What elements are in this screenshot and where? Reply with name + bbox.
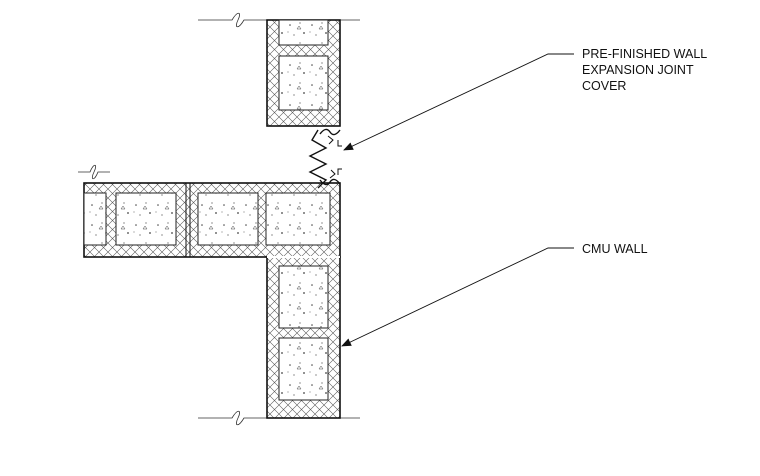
horizontal-cmu-wall	[83, 182, 341, 258]
expansion-joint-leader	[343, 53, 574, 151]
expansion-joint-label-line-1: PRE-FINISHED WALL	[582, 47, 707, 61]
break-lines	[78, 12, 360, 426]
leader-lines	[341, 53, 574, 347]
expansion-joint-label: PRE-FINISHED WALL EXPANSION JOINT COVER	[582, 47, 710, 93]
expansion-joint-label-line-2: EXPANSION JOINT	[582, 63, 694, 77]
cmu-wall-label: CMU WALL	[582, 242, 648, 256]
cmu-wall-leader	[341, 247, 574, 347]
upper-cmu-wall	[266, 19, 341, 127]
expansion-joint-label-line-3: COVER	[582, 79, 626, 93]
lower-cmu-wall	[266, 256, 341, 419]
cmu-wall-label-line-1: CMU WALL	[582, 242, 648, 256]
expansion-joint-cover	[308, 128, 342, 189]
